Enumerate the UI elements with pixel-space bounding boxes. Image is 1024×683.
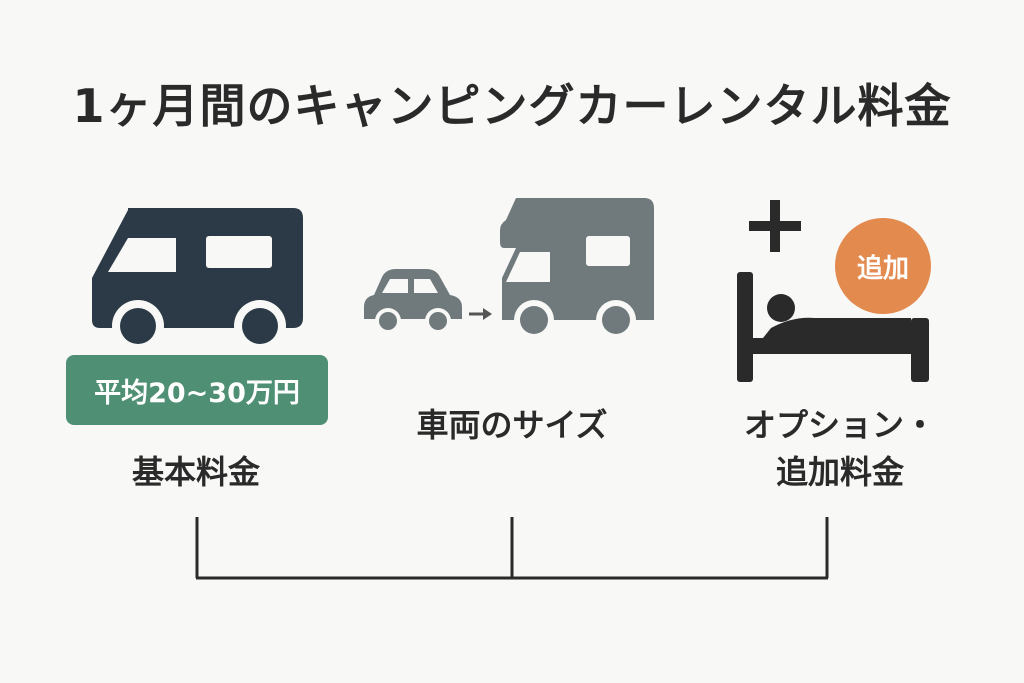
plus-icon [749, 200, 801, 252]
arrow-right-icon [469, 308, 492, 320]
price-badge: 平均20~30万円 [66, 355, 328, 425]
vehicle-size-label: 車両のサイズ [416, 406, 608, 444]
basic-fee-label: 基本料金 [131, 453, 260, 491]
page-title: 1ヶ月間のキャンピングカーレンタル料金 [72, 79, 952, 133]
bed-icon [737, 272, 929, 382]
option-fee-label-line2: 追加料金 [775, 453, 904, 491]
car-icon [364, 269, 462, 334]
option-fee-label-line1: オプション・ [743, 406, 936, 444]
camper-motorhome-icon [500, 198, 654, 340]
add-badge: 追加 [835, 218, 931, 314]
camper-van-icon [92, 208, 303, 350]
